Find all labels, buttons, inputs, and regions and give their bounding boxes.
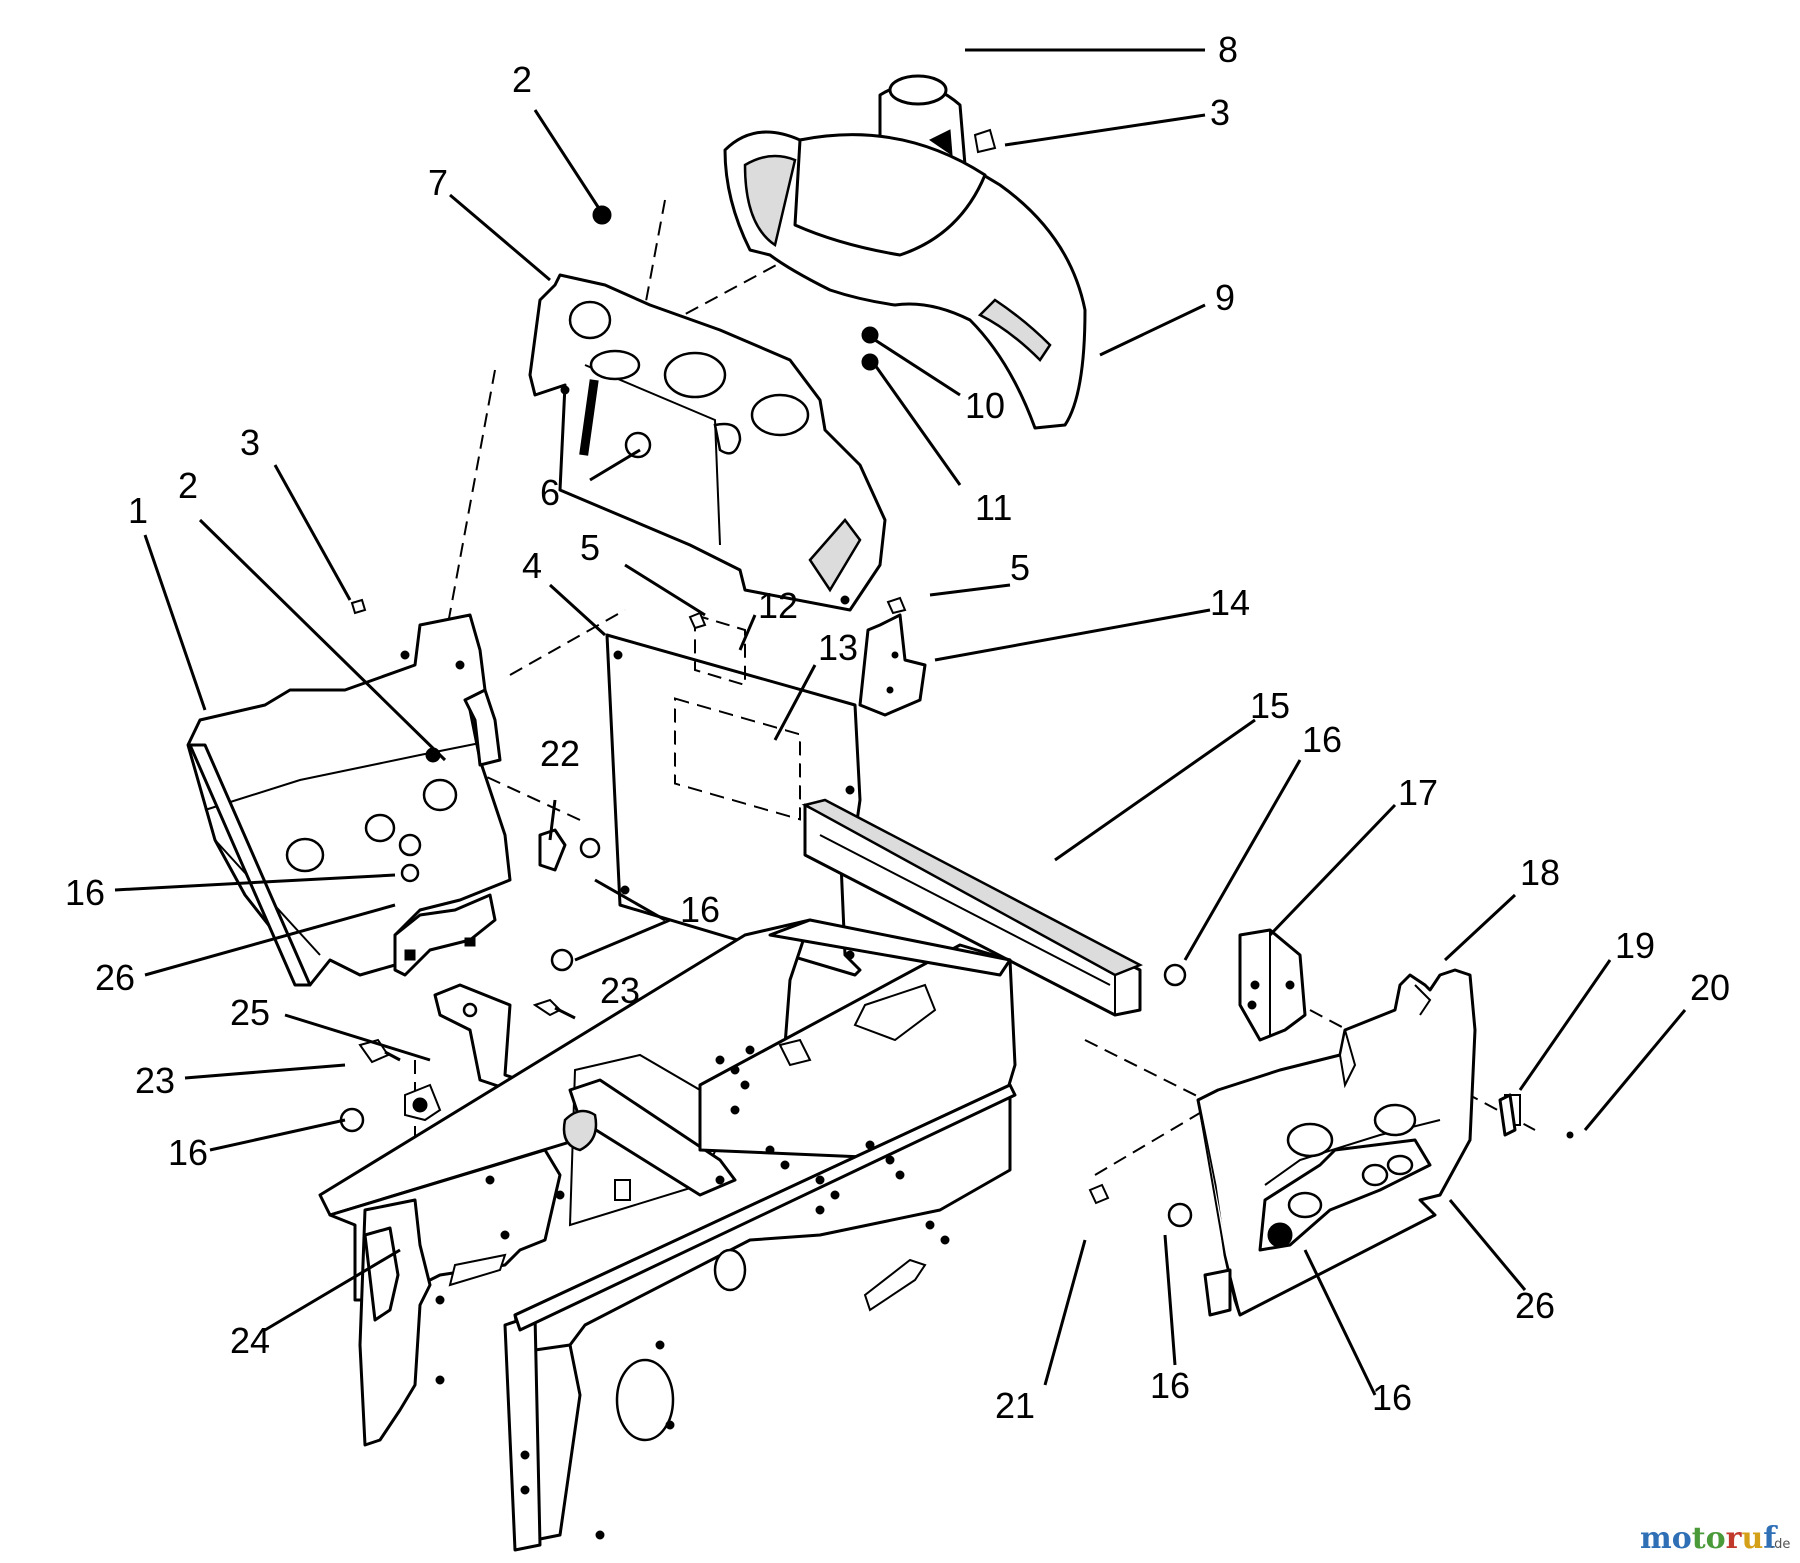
- part-1-left-side-panel: [186, 613, 512, 987]
- svg-text:motoruf: motoruf: [1640, 1521, 1778, 1556]
- callout-4: 4: [522, 545, 542, 586]
- callout-22: 22: [540, 733, 580, 774]
- main-frame: [318, 918, 1017, 1552]
- callout-2-left: 2: [178, 465, 198, 506]
- callout-23-upper: 23: [600, 970, 640, 1011]
- callout-23-lower: 23: [135, 1060, 175, 1101]
- callout-3-top: 3: [1210, 92, 1230, 133]
- part-7-dash-panel: [528, 273, 887, 612]
- callout-25: 25: [230, 992, 270, 1033]
- callout-5-left: 5: [580, 527, 600, 568]
- callout-26-left: 26: [95, 957, 135, 998]
- svg-text:.de: .de: [1770, 1537, 1790, 1552]
- watermark-logo: motoruf .de: [1640, 1521, 1790, 1556]
- callout-12: 12: [758, 585, 798, 626]
- part-25-bracket: [433, 983, 522, 1092]
- callout-16-lower-left: 16: [168, 1132, 208, 1173]
- callout-16-left: 16: [65, 872, 105, 913]
- callout-21: 21: [995, 1385, 1035, 1426]
- callout-16-bottom-right: 16: [1372, 1377, 1412, 1418]
- callout-15: 15: [1250, 685, 1290, 726]
- callout-10: 10: [965, 385, 1005, 426]
- callout-7: 7: [428, 162, 448, 203]
- leader-lines: [114, 48, 1687, 1396]
- part-9-dash-cover: [723, 130, 1087, 430]
- callout-6: 6: [540, 472, 560, 513]
- callout-labels: 8 3 2 7 9 10 11 6 3 2 1 5 5 4 12 13 14 1…: [65, 29, 1730, 1426]
- callout-19: 19: [1615, 925, 1655, 966]
- callout-1: 1: [128, 490, 148, 531]
- callout-16-bottom-mid: 16: [1150, 1365, 1190, 1406]
- bolts: [339, 128, 1574, 1228]
- part-18-right-side-panel: [1196, 968, 1477, 1317]
- callout-24: 24: [230, 1320, 270, 1361]
- part-17-bracket: [1238, 928, 1307, 1042]
- callout-13: 13: [818, 627, 858, 668]
- callout-16-center: 16: [680, 889, 720, 930]
- part-19-clip: [1498, 1093, 1517, 1137]
- callout-18: 18: [1520, 852, 1560, 893]
- part-14-bracket: [858, 613, 927, 717]
- callout-16-right-top: 16: [1302, 719, 1342, 760]
- callout-9: 9: [1215, 277, 1235, 318]
- callout-17: 17: [1398, 772, 1438, 813]
- callout-2-top: 2: [512, 59, 532, 100]
- callout-5-right: 5: [1010, 547, 1030, 588]
- callout-20: 20: [1690, 967, 1730, 1008]
- callout-26-right: 26: [1515, 1285, 1555, 1326]
- part-15-cross-bar: [801, 798, 1143, 1017]
- callout-11: 11: [975, 487, 1012, 528]
- callout-14: 14: [1210, 582, 1250, 623]
- frame-holes: [435, 1045, 950, 1540]
- callout-8: 8: [1218, 29, 1238, 70]
- callout-3-left: 3: [240, 422, 260, 463]
